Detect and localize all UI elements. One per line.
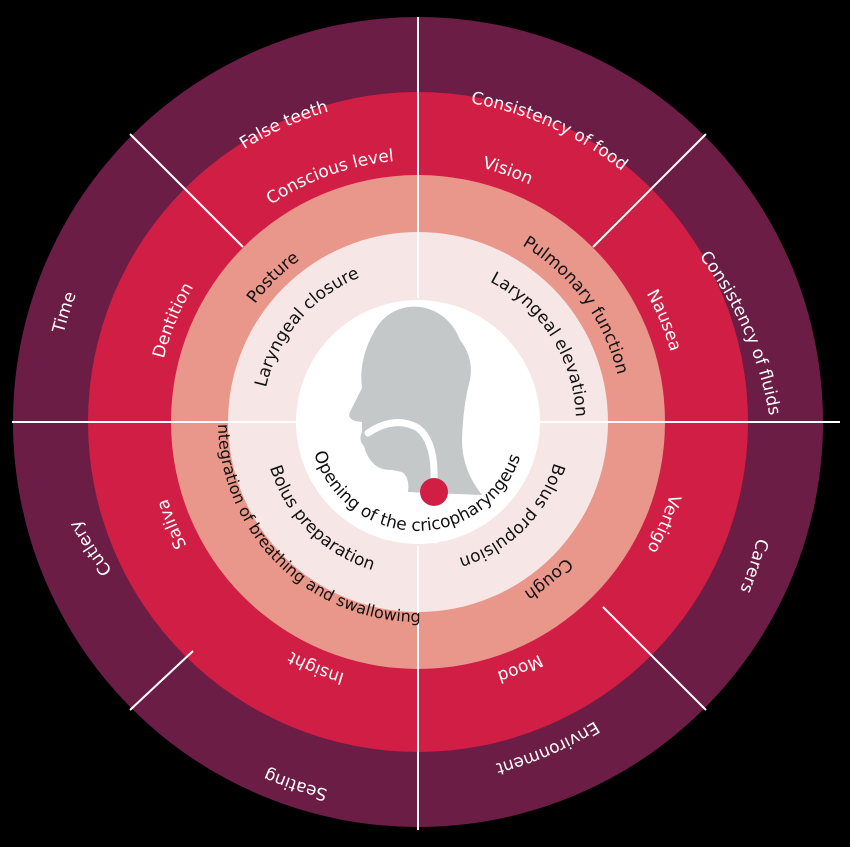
head-shape bbox=[349, 306, 482, 495]
head-silhouette-icon bbox=[349, 306, 482, 544]
airway-tube bbox=[364, 419, 439, 544]
cricopharyngeus-dot bbox=[420, 478, 448, 506]
ring-dividers bbox=[12, 17, 840, 830]
